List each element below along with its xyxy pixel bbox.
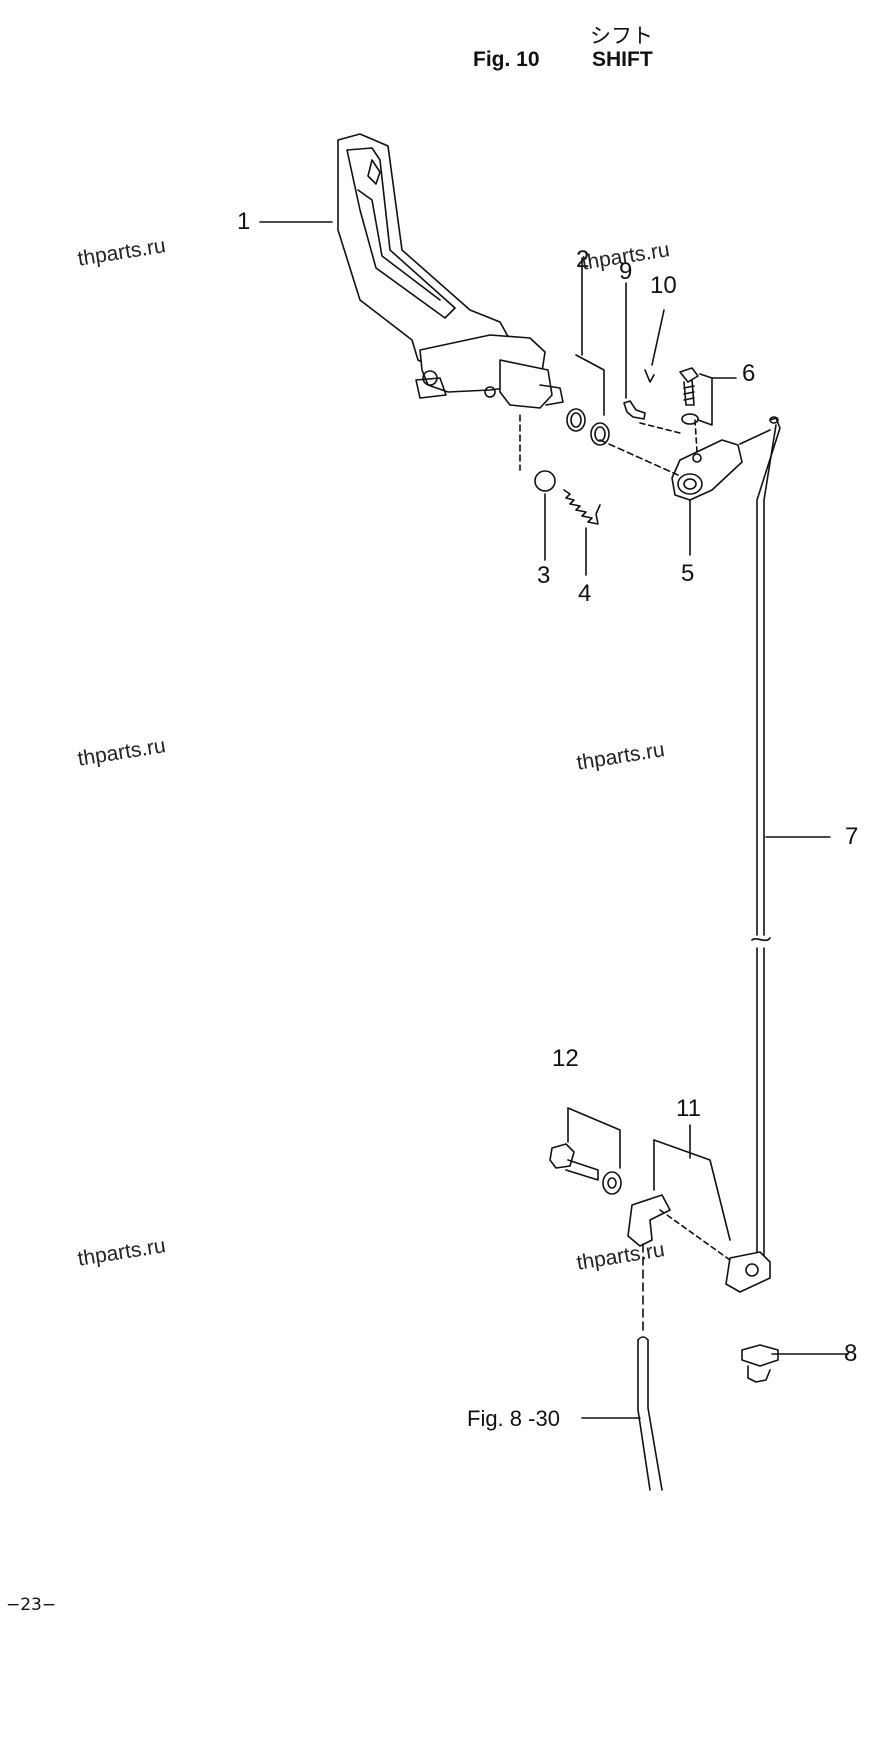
bolt-part	[679, 367, 737, 426]
callout-9: 9	[619, 258, 633, 285]
shift-lever-part	[337, 133, 564, 409]
figure-cross-reference: Fig. 8 -30	[467, 1406, 560, 1431]
lower-bolt-part	[549, 1107, 622, 1195]
o-ring-part	[566, 257, 610, 446]
callout-6: 6	[742, 360, 756, 387]
callout-4: 4	[578, 580, 592, 607]
figure-title: SHIFT	[592, 48, 653, 71]
callout-8: 8	[844, 1340, 858, 1367]
clevis-pin-part	[623, 282, 646, 420]
shift-rod-part	[739, 416, 831, 1266]
lower-shift-rod-reference	[581, 1243, 663, 1491]
callout-10: 10	[650, 272, 677, 299]
title-japanese: シフト	[590, 24, 653, 48]
callout-7: 7	[845, 823, 859, 850]
clamp-part	[627, 1124, 771, 1293]
spring-part	[563, 489, 601, 576]
callout-2: 2	[576, 246, 590, 273]
detent-ball-part	[519, 414, 556, 561]
page-number: −23−	[6, 1595, 57, 1615]
figure-number: Fig. 10	[473, 48, 540, 71]
shift-link-part	[599, 419, 743, 556]
cotter-pin-part	[639, 309, 681, 434]
callout-5: 5	[681, 560, 695, 587]
callout-3: 3	[537, 562, 551, 589]
rod-end-part	[741, 1344, 849, 1383]
callout-12: 12	[552, 1045, 579, 1072]
callout-11: 11	[676, 1095, 701, 1122]
callout-1: 1	[237, 208, 251, 235]
